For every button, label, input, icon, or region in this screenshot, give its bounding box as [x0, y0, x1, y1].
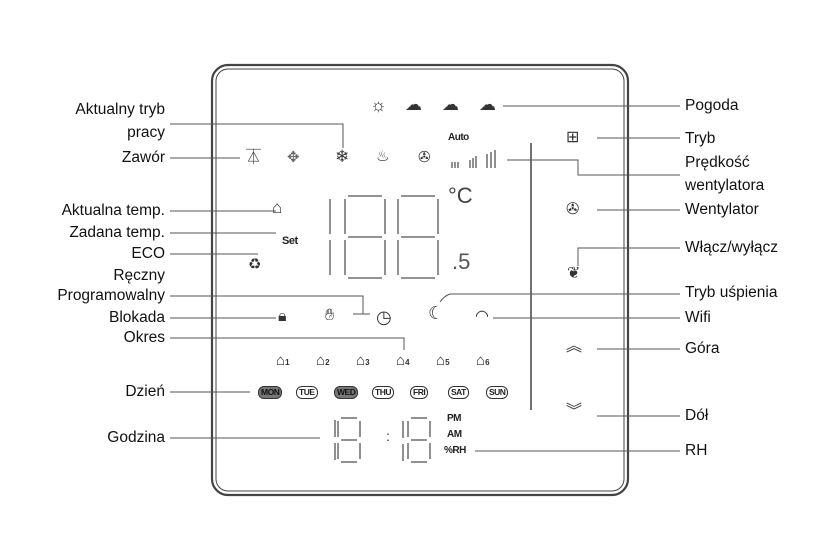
label-rh: RH	[685, 442, 708, 459]
label-period: Okres	[123, 329, 165, 346]
celsius-unit: °C	[448, 183, 473, 208]
cloud-icon: ☁	[405, 95, 422, 114]
day-wed: WED	[334, 386, 359, 399]
up-chevron-icon[interactable]: ︽	[566, 338, 583, 355]
label-current-mode-2: pracy	[127, 124, 165, 141]
wifi-icon: ◠	[475, 308, 489, 325]
period-3-icon: ⌂3	[356, 352, 370, 369]
label-fan: Wentylator	[685, 201, 759, 218]
snow-icon: ☁	[479, 95, 496, 114]
rain-icon: ☁	[442, 95, 459, 114]
period-1-icon: ⌂1	[276, 352, 290, 369]
fan-button-icon[interactable]: ✇	[566, 201, 580, 218]
period-4-icon: ⌂4	[396, 352, 410, 369]
clock-icon: ◷	[376, 307, 392, 327]
label-day: Dzień	[125, 383, 165, 400]
period-number: 1	[285, 358, 290, 367]
label-programmable: Programowalny	[57, 287, 165, 304]
auto-label: Auto	[448, 132, 469, 143]
period-number: 3	[365, 358, 370, 367]
label-manual: Ręczny	[113, 267, 165, 284]
period-5-icon: ⌂5	[436, 352, 450, 369]
lock-icon: 🔒︎	[278, 308, 287, 325]
label-lock: Blokada	[108, 309, 165, 326]
snowflake-icon: ❄	[335, 147, 350, 166]
label-fan-speed: Prędkość	[685, 154, 750, 171]
eco-icon: ♻	[248, 256, 262, 273]
valve-icon: ⏄	[246, 149, 262, 166]
day-sun: SUN	[486, 386, 509, 399]
label-mode: Tryb	[685, 130, 716, 147]
label-current-temp: Aktualna temp.	[61, 202, 165, 219]
day-mon: MON	[258, 386, 283, 399]
am-label: AM	[447, 429, 462, 440]
period-2-icon: ⌂2	[316, 352, 330, 369]
sun-icon: ☼	[370, 95, 387, 115]
period-number: 6	[485, 358, 490, 367]
period-number: 4	[405, 358, 410, 367]
hand-icon: ✋︎	[325, 307, 335, 324]
label-weather: Pogoda	[685, 97, 739, 114]
fan-icon: ✇	[418, 149, 431, 166]
period-6-icon: ⌂6	[476, 352, 490, 369]
flame-icon: ♨	[376, 148, 390, 165]
sleep-moon-icon: ☾	[428, 303, 445, 323]
speed-bars	[451, 150, 496, 168]
label-down: Dół	[685, 407, 709, 424]
power-leaf-icon[interactable]: ❦	[567, 265, 581, 282]
rh-unit-label: %RH	[444, 445, 466, 456]
label-set-temp: Zadana temp.	[69, 224, 165, 241]
label-eco: ECO	[131, 245, 165, 262]
label-valve: Zawór	[121, 149, 165, 166]
fan-swirl-icon: ✥	[287, 149, 300, 166]
day-tue: TUE	[296, 386, 318, 399]
label-fan-speed-2: wentylatora	[685, 177, 765, 194]
label-clock: Godzina	[107, 429, 165, 446]
label-current-mode: Aktualny tryb	[75, 101, 165, 118]
seven-segment-digits	[329, 195, 439, 463]
period-number: 2	[325, 358, 330, 367]
label-power: Włącz/wyłącz	[685, 239, 779, 256]
day-fri: FRI	[410, 386, 429, 399]
home-thermometer-icon: ⌂	[272, 198, 283, 217]
period-number: 5	[445, 358, 450, 367]
label-sleep: Tryb uśpienia	[685, 284, 778, 301]
day-thu: THU	[372, 386, 394, 399]
label-up: Góra	[685, 340, 720, 357]
clock-colon: :	[386, 428, 390, 444]
day-sat: SAT	[448, 386, 469, 399]
mode-button-icon[interactable]: ⊞	[566, 129, 580, 146]
pm-label: PM	[447, 413, 462, 424]
down-chevron-icon[interactable]: ︾	[566, 403, 583, 420]
decimal-digit: .5	[452, 249, 471, 274]
set-label: Set	[282, 235, 298, 247]
label-wifi: Wifi	[685, 309, 711, 326]
